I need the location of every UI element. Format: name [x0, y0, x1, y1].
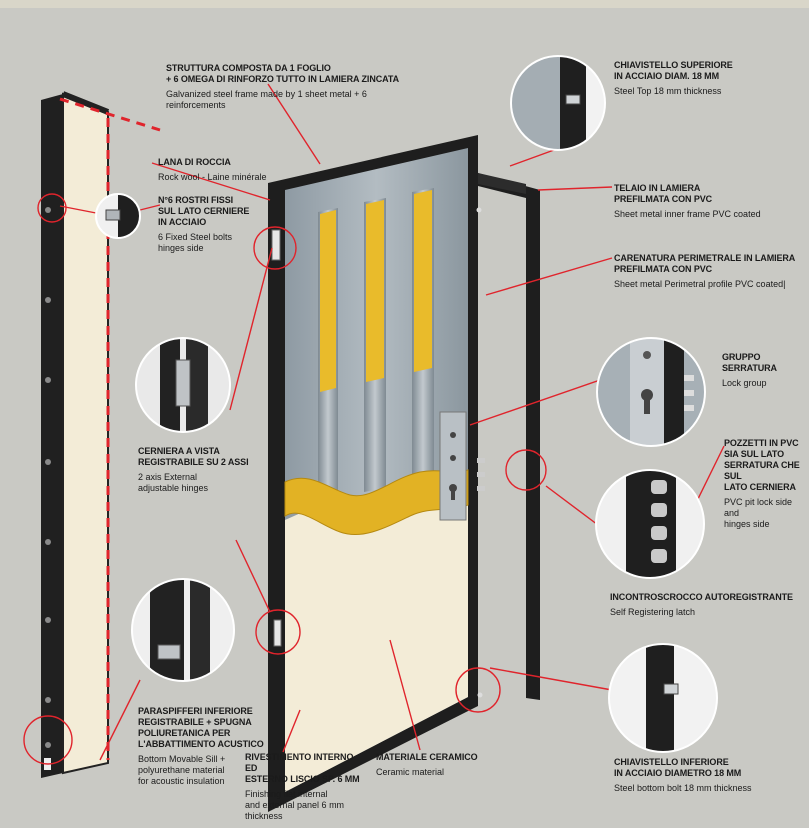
door-frame — [478, 173, 540, 700]
zoom-sill — [132, 579, 234, 681]
door-leaf — [268, 135, 485, 812]
label-ceramic: MATERIALE CERAMICO Ceramic material — [376, 752, 486, 778]
label-top-bolt: CHIAVISTELLO SUPERIORE IN ACCIAIO DIAM. … — [614, 60, 764, 97]
label-sill-en: Bottom Movable Sill + polyurethane mater… — [138, 754, 226, 786]
label-pvc-pit-en: PVC pit lock side and hinges side — [724, 497, 793, 529]
label-top-bolt-en: Steel Top 18 mm thickness — [614, 86, 722, 96]
label-structure: STRUTTURA COMPOSTA DA 1 FOGLIO + 6 OMEGA… — [166, 63, 406, 111]
label-perimetral: CARENATURA PERIMETRALE IN LAMIERA PREFIL… — [614, 253, 804, 290]
label-bottom-bolt-it: CHIAVISTELLO INFERIORE IN ACCIAIO DIAMET… — [614, 757, 742, 778]
label-rock-wool-en: Rock wool - Laine minérale — [158, 172, 267, 182]
label-fixed-bolts: N°6 ROSTRI FISSI SUL LATO CERNIERE IN AC… — [158, 195, 268, 254]
label-bottom-bolt: CHIAVISTELLO INFERIORE IN ACCIAIO DIAMET… — [614, 757, 794, 794]
label-hinges: CERNIERA A VISTA REGISTRABILE SU 2 ASSI … — [138, 446, 258, 494]
label-hinges-en: 2 axis External adjustable hinges — [138, 472, 209, 493]
label-pvc-pit-it: POZZETTI IN PVC SIA SUL LATO SERRATURA C… — [724, 438, 800, 492]
zoom-bottom-bolt — [609, 644, 717, 752]
label-rock-wool: LANA DI ROCCIA Rock wool - Laine minéral… — [158, 157, 298, 183]
label-sill: PARASPIFFERI INFERIORE REGISTRABILE + SP… — [138, 706, 268, 787]
zoom-fixed-bolt — [96, 194, 140, 238]
zoom-hinge — [136, 338, 230, 432]
label-inner-frame: TELAIO IN LAMIERA PREFILMATA CON PVC She… — [614, 183, 794, 220]
label-latch-en: Self Registering latch — [610, 607, 696, 617]
top-band — [0, 0, 809, 8]
highlight-rings — [23, 193, 547, 765]
zoom-pvc-pit — [596, 470, 704, 578]
label-lock-group: GRUPPO SERRATURA Lock group — [722, 352, 806, 389]
label-lock-group-it: GRUPPO SERRATURA — [722, 352, 777, 373]
label-pvc-pit: POZZETTI IN PVC SIA SUL LATO SERRATURA C… — [724, 438, 808, 530]
label-latch: INCONTROSCROCCO AUTOREGISTRANTE Self Reg… — [610, 592, 800, 618]
label-hinges-it: CERNIERA A VISTA REGISTRABILE SU 2 ASSI — [138, 446, 249, 467]
label-inner-frame-en: Sheet metal inner frame PVC coated — [614, 209, 761, 219]
label-structure-en: Galvanized steel frame made by 1 sheet m… — [166, 89, 367, 110]
label-ceramic-en: Ceramic material — [376, 767, 445, 777]
label-bottom-bolt-en: Steel bottom bolt 18 mm thickness — [614, 783, 752, 793]
label-latch-it: INCONTROSCROCCO AUTOREGISTRANTE — [610, 592, 793, 602]
label-perimetral-it: CARENATURA PERIMETRALE IN LAMIERA PREFIL… — [614, 253, 796, 274]
label-panels-en: Finishing flat internal and external pan… — [245, 789, 345, 821]
label-inner-frame-it: TELAIO IN LAMIERA PREFILMATA CON PVC — [614, 183, 713, 204]
zoom-lock — [597, 338, 705, 446]
label-fixed-bolts-en: 6 Fixed Steel bolts hinges side — [158, 232, 233, 253]
label-ceramic-it: MATERIALE CERAMICO — [376, 752, 478, 762]
label-panels-it: RIVESTIMENTO INTERNO ED ESTERNO LISCIO S… — [245, 752, 360, 784]
label-sill-it: PARASPIFFERI INFERIORE REGISTRABILE + SP… — [138, 706, 264, 749]
side-profile — [41, 91, 161, 778]
label-structure-it: STRUTTURA COMPOSTA DA 1 FOGLIO + 6 OMEGA… — [166, 63, 399, 84]
label-top-bolt-it: CHIAVISTELLO SUPERIORE IN ACCIAIO DIAM. … — [614, 60, 733, 81]
label-panels: RIVESTIMENTO INTERNO ED ESTERNO LISCIO S… — [245, 752, 365, 822]
label-rock-wool-it: LANA DI ROCCIA — [158, 157, 231, 167]
label-lock-group-en: Lock group — [722, 378, 767, 388]
label-perimetral-en: Sheet metal Perimetral profile PVC coate… — [614, 279, 786, 289]
label-fixed-bolts-it: N°6 ROSTRI FISSI SUL LATO CERNIERE IN AC… — [158, 195, 250, 227]
